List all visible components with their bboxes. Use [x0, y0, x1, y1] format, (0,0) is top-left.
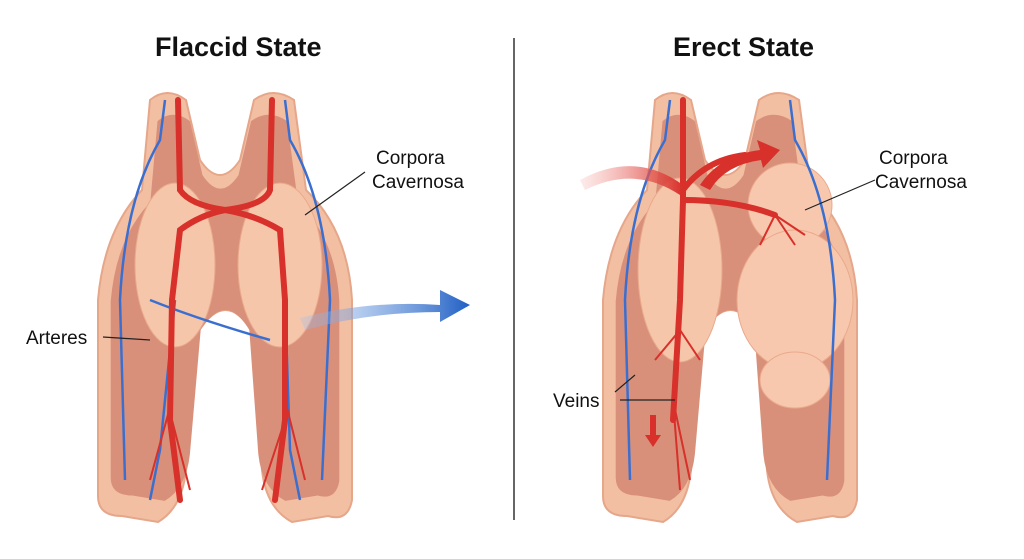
outflow-arrow: [300, 290, 470, 330]
veins-pointer-line-2: [614, 374, 636, 393]
label-line: Cavernosa: [875, 172, 967, 193]
erect-corpora-label: Corpora Cavernosa: [875, 147, 967, 195]
corpora-pointer-line: [304, 171, 366, 216]
label-line: Corpora: [879, 148, 948, 169]
flaccid-corpora-label: Corpora Cavernosa: [372, 147, 464, 195]
veins: [623, 99, 837, 481]
arteries-label: Arteres: [26, 328, 88, 349]
inflow-arrow: [580, 166, 683, 195]
label-line: Corpora: [376, 148, 445, 169]
artery-branches: [654, 214, 806, 491]
erect-title: Erect State: [673, 32, 815, 62]
arteries: [166, 97, 288, 503]
veins-label: Veins: [553, 391, 600, 412]
outflow-red-arrow: [700, 140, 780, 190]
engorged-chamber-bottom: [759, 351, 831, 409]
flaccid-title: Flaccid State: [155, 32, 322, 62]
engorged-chamber-middle: [736, 229, 854, 371]
artery-branches: [149, 399, 306, 491]
flaccid-organ: [97, 92, 470, 523]
label-line: Cavernosa: [372, 172, 464, 193]
erect-organ: [580, 92, 876, 523]
arteries-pointer-line: [102, 336, 151, 341]
corpora-pointer-line: [804, 179, 876, 211]
downflow-arrow: [645, 415, 661, 447]
